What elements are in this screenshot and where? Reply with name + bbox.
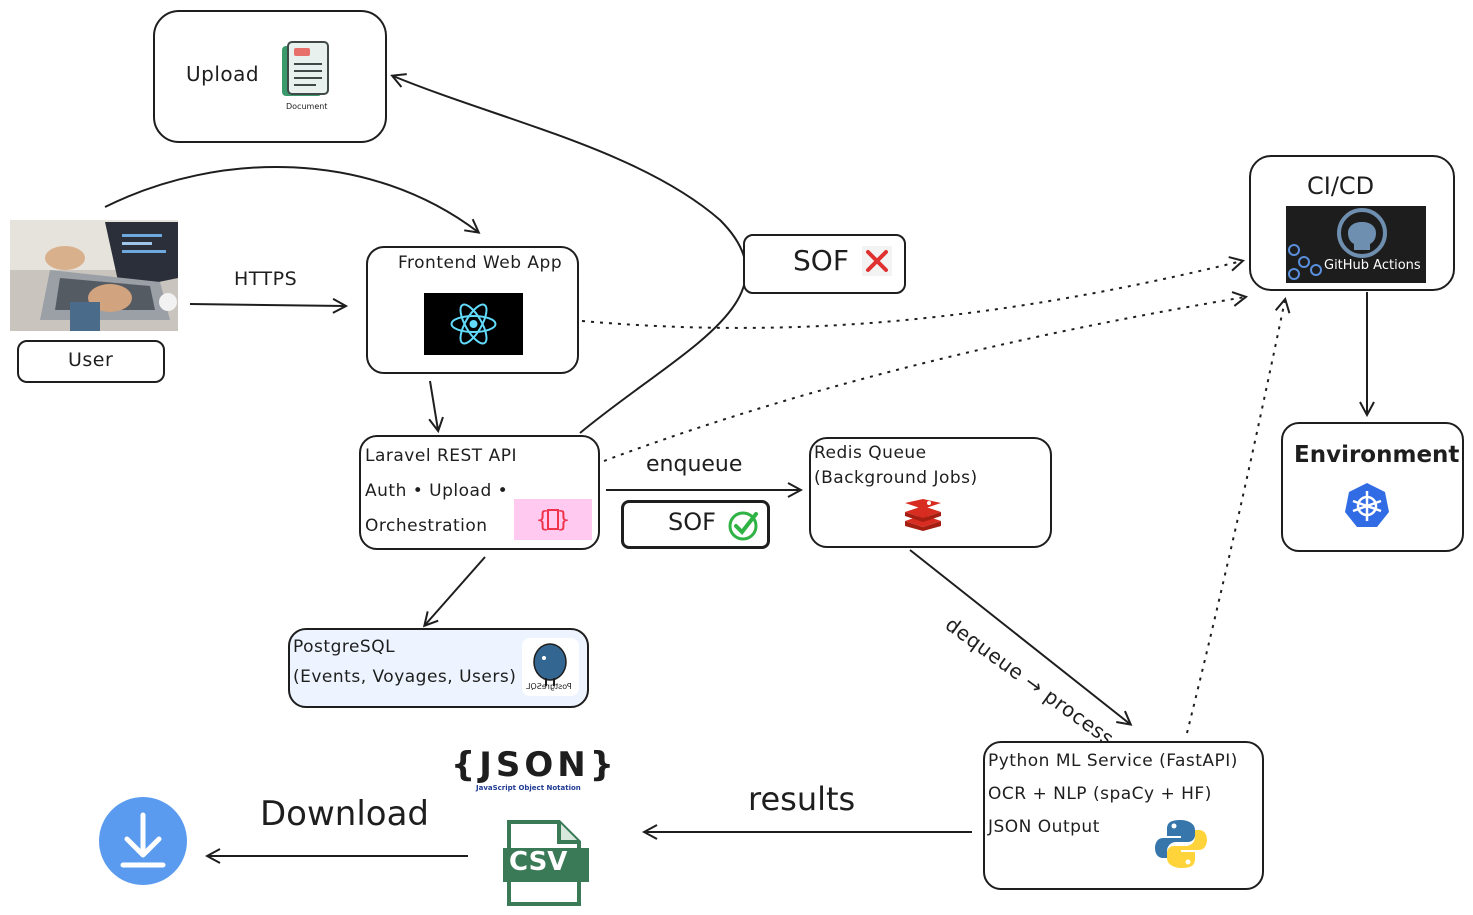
dotted-laravel-to-cicd <box>603 297 1245 462</box>
redis-line-1: Redis Queue <box>814 443 927 463</box>
dotted-frontend-to-cicd <box>581 261 1242 329</box>
environment-title: Environment <box>1294 442 1460 468</box>
python-line-1: Python ML Service (FastAPI) <box>988 751 1238 771</box>
json-logo: {JSON} <box>451 745 618 785</box>
enqueue-label: enqueue <box>646 452 743 477</box>
csv-label: CSV <box>509 847 568 877</box>
postgresql-icon <box>522 638 579 696</box>
laravel-line-2: Auth • Upload • <box>365 481 509 501</box>
dotted-python-to-cicd <box>1186 300 1285 734</box>
sof-pass-label: SOF <box>668 508 716 536</box>
python-line-3: JSON Output <box>988 817 1100 837</box>
cicd-title: CI/CD <box>1307 172 1375 200</box>
redis-line-2: (Background Jobs) <box>814 468 978 488</box>
arrow-laravel-to-upload <box>393 76 747 434</box>
python-line-2: OCR + NLP (spaCy + HF) <box>988 784 1212 804</box>
postgresql-logo-text: PostgreSQL <box>526 682 572 691</box>
document-caption: Document <box>286 102 328 111</box>
github-actions-label: GitHub Actions <box>1324 258 1421 273</box>
postgres-line-1: PostgreSQL <box>293 637 396 657</box>
laravel-icon: { } <box>514 499 592 540</box>
results-label: results <box>748 780 856 818</box>
kubernetes-icon <box>1343 481 1391 529</box>
arrow-frontend-to-laravel <box>430 380 438 430</box>
postgres-line-2: (Events, Voyages, Users) <box>293 667 517 687</box>
react-icon <box>424 293 523 355</box>
upload-box[interactable] <box>153 10 387 143</box>
python-ml-service-box[interactable] <box>983 741 1264 890</box>
redis-icon <box>903 499 943 531</box>
user-laptop-photo <box>10 220 178 331</box>
python-icon <box>1155 818 1207 870</box>
download-label: Download <box>260 794 430 834</box>
laravel-line-3: Orchestration <box>365 516 488 536</box>
upload-label: Upload <box>186 62 260 86</box>
arrow-user-to-frontend-curve <box>104 166 478 232</box>
document-icon <box>278 40 334 108</box>
download-icon[interactable] <box>99 797 187 885</box>
json-logo-subtitle: JavaScript Object Notation <box>476 784 581 792</box>
sof-fail-label: SOF <box>793 244 849 277</box>
laravel-line-1: Laravel REST API <box>365 446 517 466</box>
https-label: HTTPS <box>234 268 298 290</box>
arrow-https <box>189 304 345 306</box>
arrow-laravel-to-postgres <box>425 556 486 625</box>
redis-queue-box[interactable] <box>809 437 1052 548</box>
check-icon <box>727 508 761 542</box>
cross-icon <box>862 246 892 276</box>
user-label: User <box>68 349 114 371</box>
csv-file-icon <box>503 820 589 906</box>
arrow-dequeue <box>909 549 1130 724</box>
user-label-box <box>17 340 165 383</box>
sof-pass-badge <box>621 500 770 549</box>
frontend-title: Frontend Web App <box>398 253 563 273</box>
github-actions-logo <box>1286 206 1426 283</box>
